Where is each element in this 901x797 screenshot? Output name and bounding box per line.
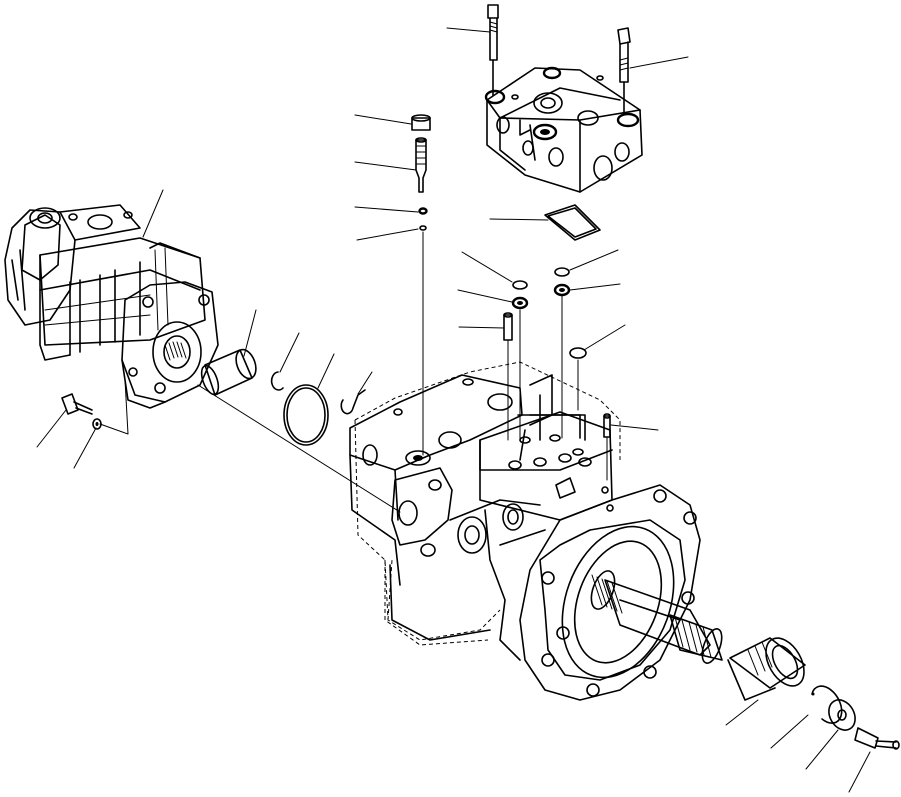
snap-ring-left: [270, 371, 284, 391]
large-oring-left: [283, 384, 329, 446]
oring-b: [554, 267, 570, 277]
gear-pump-assembly: [4, 204, 219, 409]
snap-ring-right: [811, 685, 843, 724]
main-pump-housing: [349, 361, 701, 701]
oring-c: [569, 347, 587, 359]
mount-bolt-left: [61, 393, 93, 415]
valve-bolt-right: [617, 27, 631, 113]
center-axis-lines: [507, 295, 608, 481]
coupling-sleeve: [200, 348, 257, 396]
dowel-pin-right: [603, 413, 611, 438]
plug-oring-1: [418, 207, 428, 215]
valve-gasket: [544, 204, 601, 241]
plug-cap: [411, 114, 431, 131]
mount-alignment-line: [99, 379, 129, 435]
pump-alignment-line: [197, 384, 401, 513]
leader-lines: [36, 27, 871, 793]
plug-b: [553, 283, 571, 297]
dowel-pin-left: [503, 312, 513, 341]
drive-shaft: [590, 570, 723, 664]
plug-oring-2: [419, 225, 427, 231]
spline-coupling-right: [727, 637, 806, 701]
plug-a: [511, 296, 529, 310]
washer-right: [828, 699, 856, 731]
oring-a: [512, 280, 528, 290]
plug-spool: [415, 137, 427, 193]
bolt-right: [854, 727, 900, 750]
small-clip-left: [340, 389, 366, 415]
valve-block: [484, 66, 643, 193]
center-bracket: [529, 414, 581, 439]
valve-bolt-left: [487, 4, 499, 96]
